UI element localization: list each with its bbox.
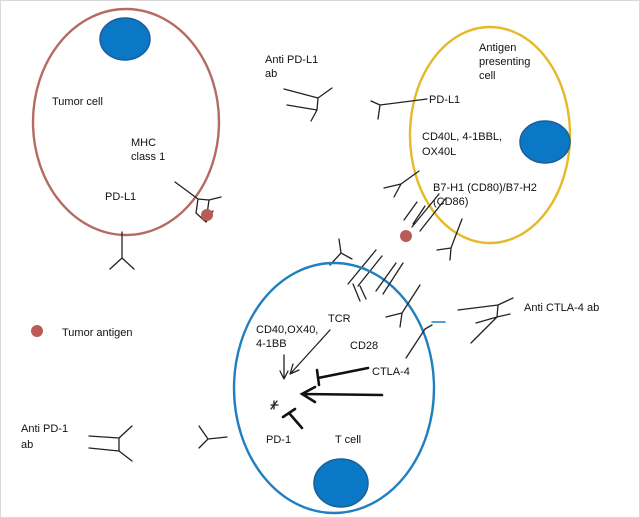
anti-pd1-antibody: Anti PD-1 ab [21, 423, 133, 462]
cd28-receptor [385, 284, 421, 328]
free-receptors [329, 238, 383, 302]
apc-membrane [408, 25, 572, 245]
anti-ctla4-antibody: Anti CTLA-4 ab [457, 297, 599, 344]
apc-b7-ligand [403, 193, 447, 232]
t-cell: TCR CD40,OX40, 4-1BB CD28 CTLA-4 PD-1 T … [198, 261, 446, 515]
tumor-pdl1-label: PD-L1 [105, 191, 136, 203]
apc-label-line3: cell [479, 70, 496, 82]
pd1-inhibition-bar [281, 407, 304, 430]
apc-lower-receptor [436, 218, 463, 261]
tumor-cell-nucleus [99, 17, 151, 61]
b7-label-line2: (CD86) [433, 196, 468, 208]
apc-nucleus [519, 120, 571, 164]
anti-pd1-label-line1: Anti PD-1 [21, 423, 68, 435]
tcr-label: TCR [328, 313, 351, 325]
pd1-receptor [198, 425, 228, 449]
anti-pdl1-label-line2: ab [265, 68, 277, 80]
cd40-label-line1: CD40,OX40, [256, 324, 318, 336]
anti-pd1-label-line2: ab [21, 439, 33, 451]
tumor-pdl1-receptor [109, 231, 135, 270]
cd28-label: CD28 [350, 340, 378, 352]
apc-label-line2: presenting [479, 56, 530, 68]
ctla4-receptor [405, 324, 433, 359]
cd28-activation-arrow [299, 385, 384, 404]
anti-pdl1-antibody-shape [283, 87, 333, 122]
costim-ligands-line1: CD40L, 4-1BBL, [422, 131, 502, 143]
costim-ligands-line2: OX40L [422, 146, 456, 158]
anti-pdl1-antibody: Anti PD-L1 ab [265, 54, 333, 122]
tcr-receptor [375, 262, 404, 295]
anti-pd1-antibody-shape [88, 425, 133, 462]
legend-antigen-label: Tumor antigen [62, 327, 133, 339]
cd40-label-line2: 4-1BB [256, 338, 287, 350]
tumor-cell: Tumor cell MHC class 1 PD-L1 [31, 7, 222, 270]
anti-ctla4-antibody-shape [457, 297, 514, 344]
ctla4-inhibition-bar [315, 366, 370, 387]
tumor-cell-membrane [31, 7, 221, 237]
tcr-signal-arrow [289, 329, 331, 375]
anti-pdl1-label-line1: Anti PD-L1 [265, 54, 318, 66]
mhc-class1-molecule [174, 181, 222, 223]
signal-convergence-cross [270, 400, 279, 410]
tumor-antigen-on-mhc [201, 209, 213, 221]
apc-pdl1-receptor [370, 98, 428, 120]
ctla4-label: CTLA-4 [372, 366, 410, 378]
t-cell-membrane [232, 261, 436, 515]
t-cell-label: T cell [335, 434, 361, 446]
pd1-label: PD-1 [266, 434, 291, 446]
t-cell-nucleus [313, 458, 369, 508]
legend-antigen-marker [31, 325, 43, 337]
receptor-fragment-1 [329, 238, 353, 266]
legend-tumor-antigen: Tumor antigen [31, 325, 133, 339]
apc-pdl1-label: PD-L1 [429, 94, 460, 106]
apc-costim-ligand [383, 170, 420, 198]
tumor-cell-label: Tumor cell [52, 96, 103, 108]
b7-label-line1: B7-H1 (CD80)/B7-H2 [433, 182, 537, 194]
cd40-signal-arrow [279, 354, 289, 380]
apc-label-line1: Antigen [479, 42, 516, 54]
anti-ctla4-label: Anti CTLA-4 ab [524, 302, 599, 314]
mhc-label-line1: MHC [131, 137, 156, 149]
mhc-label-line2: class 1 [131, 151, 165, 163]
antigen-presenting-cell: Antigen presenting cell PD-L1 CD40L, 4-1… [370, 25, 572, 261]
tumor-antigen-on-apc [400, 230, 412, 242]
